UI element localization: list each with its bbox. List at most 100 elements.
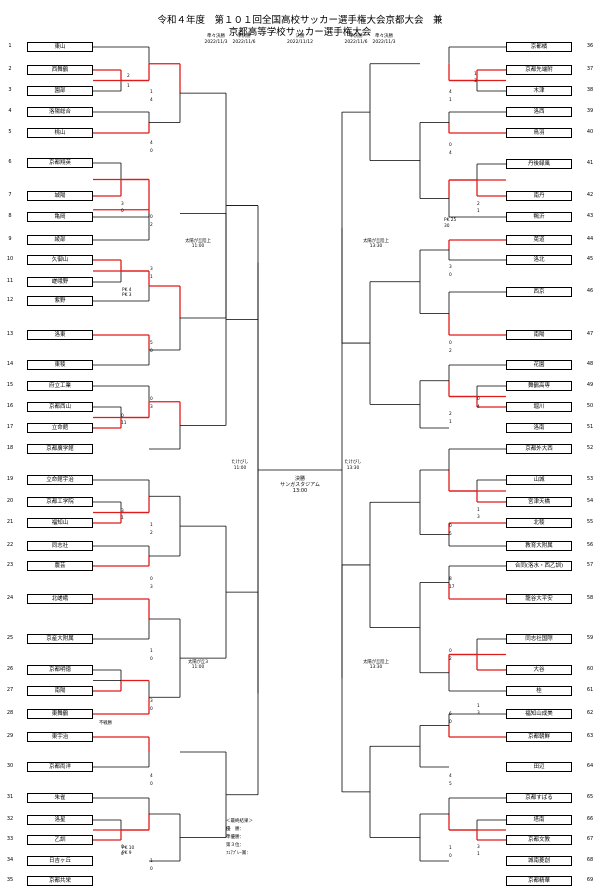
seed-number: 56 — [586, 542, 594, 548]
team-slot: 西京 — [506, 287, 572, 297]
match-score: 0 — [121, 209, 124, 214]
team-slot: 桃山 — [27, 128, 93, 138]
team-slot: 京都西山 — [27, 402, 93, 412]
team-slot: 久御山 — [27, 255, 93, 265]
team-slot: 東山 — [27, 42, 93, 52]
results-title: ＜最終結果＞ — [226, 819, 253, 824]
match-score: 5 — [449, 782, 452, 787]
seed-number: 17 — [6, 424, 14, 430]
venue-label: 太陽が丘陸上 — [363, 660, 389, 665]
seed-number: 5 — [8, 129, 12, 135]
match-score: 5 — [449, 532, 452, 537]
match-score: 3 — [150, 267, 153, 272]
seed-number: 59 — [586, 635, 594, 641]
seed-number: 49 — [586, 382, 594, 388]
seed-number: 42 — [586, 192, 594, 198]
round-label-right-qf: 準々決勝 — [375, 34, 393, 39]
match-score: 4 — [449, 151, 452, 156]
team-slot: 京都精華 — [506, 876, 572, 886]
match-score: 2 — [477, 202, 480, 207]
seed-number: 2 — [8, 66, 12, 72]
team-slot: 舞鶴高専 — [506, 381, 572, 391]
team-slot: 鳥羽 — [506, 128, 572, 138]
match-score: 2 — [150, 531, 153, 536]
seed-number: 43 — [586, 213, 594, 219]
match-score: 0 — [449, 854, 452, 859]
team-slot: 東稜 — [27, 360, 93, 370]
match-score: 1 — [449, 98, 452, 103]
team-slot: 教育大附属 — [506, 541, 572, 551]
seed-number: 67 — [586, 836, 594, 842]
round-label-left-sf: 準決勝 — [237, 34, 251, 39]
seed-number: 24 — [6, 595, 14, 601]
team-slot: 立命館 — [27, 423, 93, 433]
seed-number: 14 — [6, 361, 14, 367]
team-slot: 洛西 — [506, 107, 572, 117]
team-slot: 京産大附属 — [27, 634, 93, 644]
match-score: 0 — [449, 341, 452, 346]
team-slot: 木津 — [506, 86, 572, 96]
match-score: 2 — [449, 412, 452, 417]
team-slot: 京都明徳 — [27, 665, 93, 675]
match-score: 3 — [449, 265, 452, 270]
final-time: 13:00 — [292, 488, 308, 494]
team-slot: 京都廣学館 — [27, 444, 93, 454]
forfeit-note: 不戦勝 — [99, 721, 112, 726]
seed-number: 55 — [586, 519, 594, 525]
team-slot: 京都先端附 — [506, 65, 572, 75]
team-slot: 塔南 — [506, 815, 572, 825]
team-slot: 朱雀 — [27, 793, 93, 803]
seed-number: 54 — [586, 498, 594, 504]
match-score: 6 — [449, 712, 452, 717]
team-slot: 田辺 — [506, 762, 572, 772]
seed-number: 21 — [6, 519, 14, 525]
seed-number: 46 — [586, 288, 594, 294]
seed-number: 27 — [6, 687, 14, 693]
match-score: 8 — [449, 577, 452, 582]
team-slot: 同志社 — [27, 541, 93, 551]
seed-number: 29 — [6, 733, 14, 739]
match-score: 1 — [150, 90, 153, 95]
team-slot: 同志社国際 — [506, 634, 572, 644]
match-score: 0 — [121, 845, 124, 850]
match-score: 0 — [150, 782, 153, 787]
seed-number: 53 — [586, 476, 594, 482]
match-score: 1 — [150, 859, 153, 864]
team-slot: 洛北 — [506, 255, 572, 265]
venue-label: たけびし — [231, 460, 249, 465]
seed-number: 26 — [6, 666, 14, 672]
team-slot: 嵯峨野 — [27, 277, 93, 287]
team-slot: 北嵯峨 — [27, 594, 93, 604]
round-date-right-sf: 2022/11/6 — [344, 40, 368, 45]
team-slot: 大谷 — [506, 665, 572, 675]
match-score: 0 — [449, 143, 452, 148]
seed-number: 63 — [586, 733, 594, 739]
match-score: 0 — [150, 149, 153, 154]
venue-time: 11:00 — [191, 665, 205, 670]
seed-number: 16 — [6, 403, 14, 409]
seed-number: 31 — [6, 794, 14, 800]
seed-number: 9 — [8, 236, 12, 242]
seed-number: 57 — [586, 562, 594, 568]
match-score: 1 — [150, 523, 153, 528]
seed-number: 52 — [586, 445, 594, 451]
round-date-left-sf: 2022/11/6 — [232, 40, 256, 45]
results-row: 第３位： — [226, 843, 244, 848]
team-slot: 丹後緑風 — [506, 159, 572, 169]
team-slot: 花園 — [506, 360, 572, 370]
seed-number: 50 — [586, 403, 594, 409]
match-score: 1 — [449, 846, 452, 851]
match-score: 17 — [449, 585, 455, 590]
match-score: 3 — [121, 202, 124, 207]
seed-number: 8 — [8, 213, 12, 219]
venue-time: 13:30 — [346, 466, 360, 471]
match-score: 1 — [127, 84, 130, 89]
round-label-final: 決勝 — [295, 34, 305, 39]
match-score: 3 — [477, 845, 480, 850]
match-score: 1 — [477, 704, 480, 709]
match-score: 4 — [449, 90, 452, 95]
seed-number: 33 — [6, 836, 14, 842]
final-venue: サンガスタジアム — [280, 482, 320, 488]
team-slot: 綾部 — [27, 235, 93, 245]
